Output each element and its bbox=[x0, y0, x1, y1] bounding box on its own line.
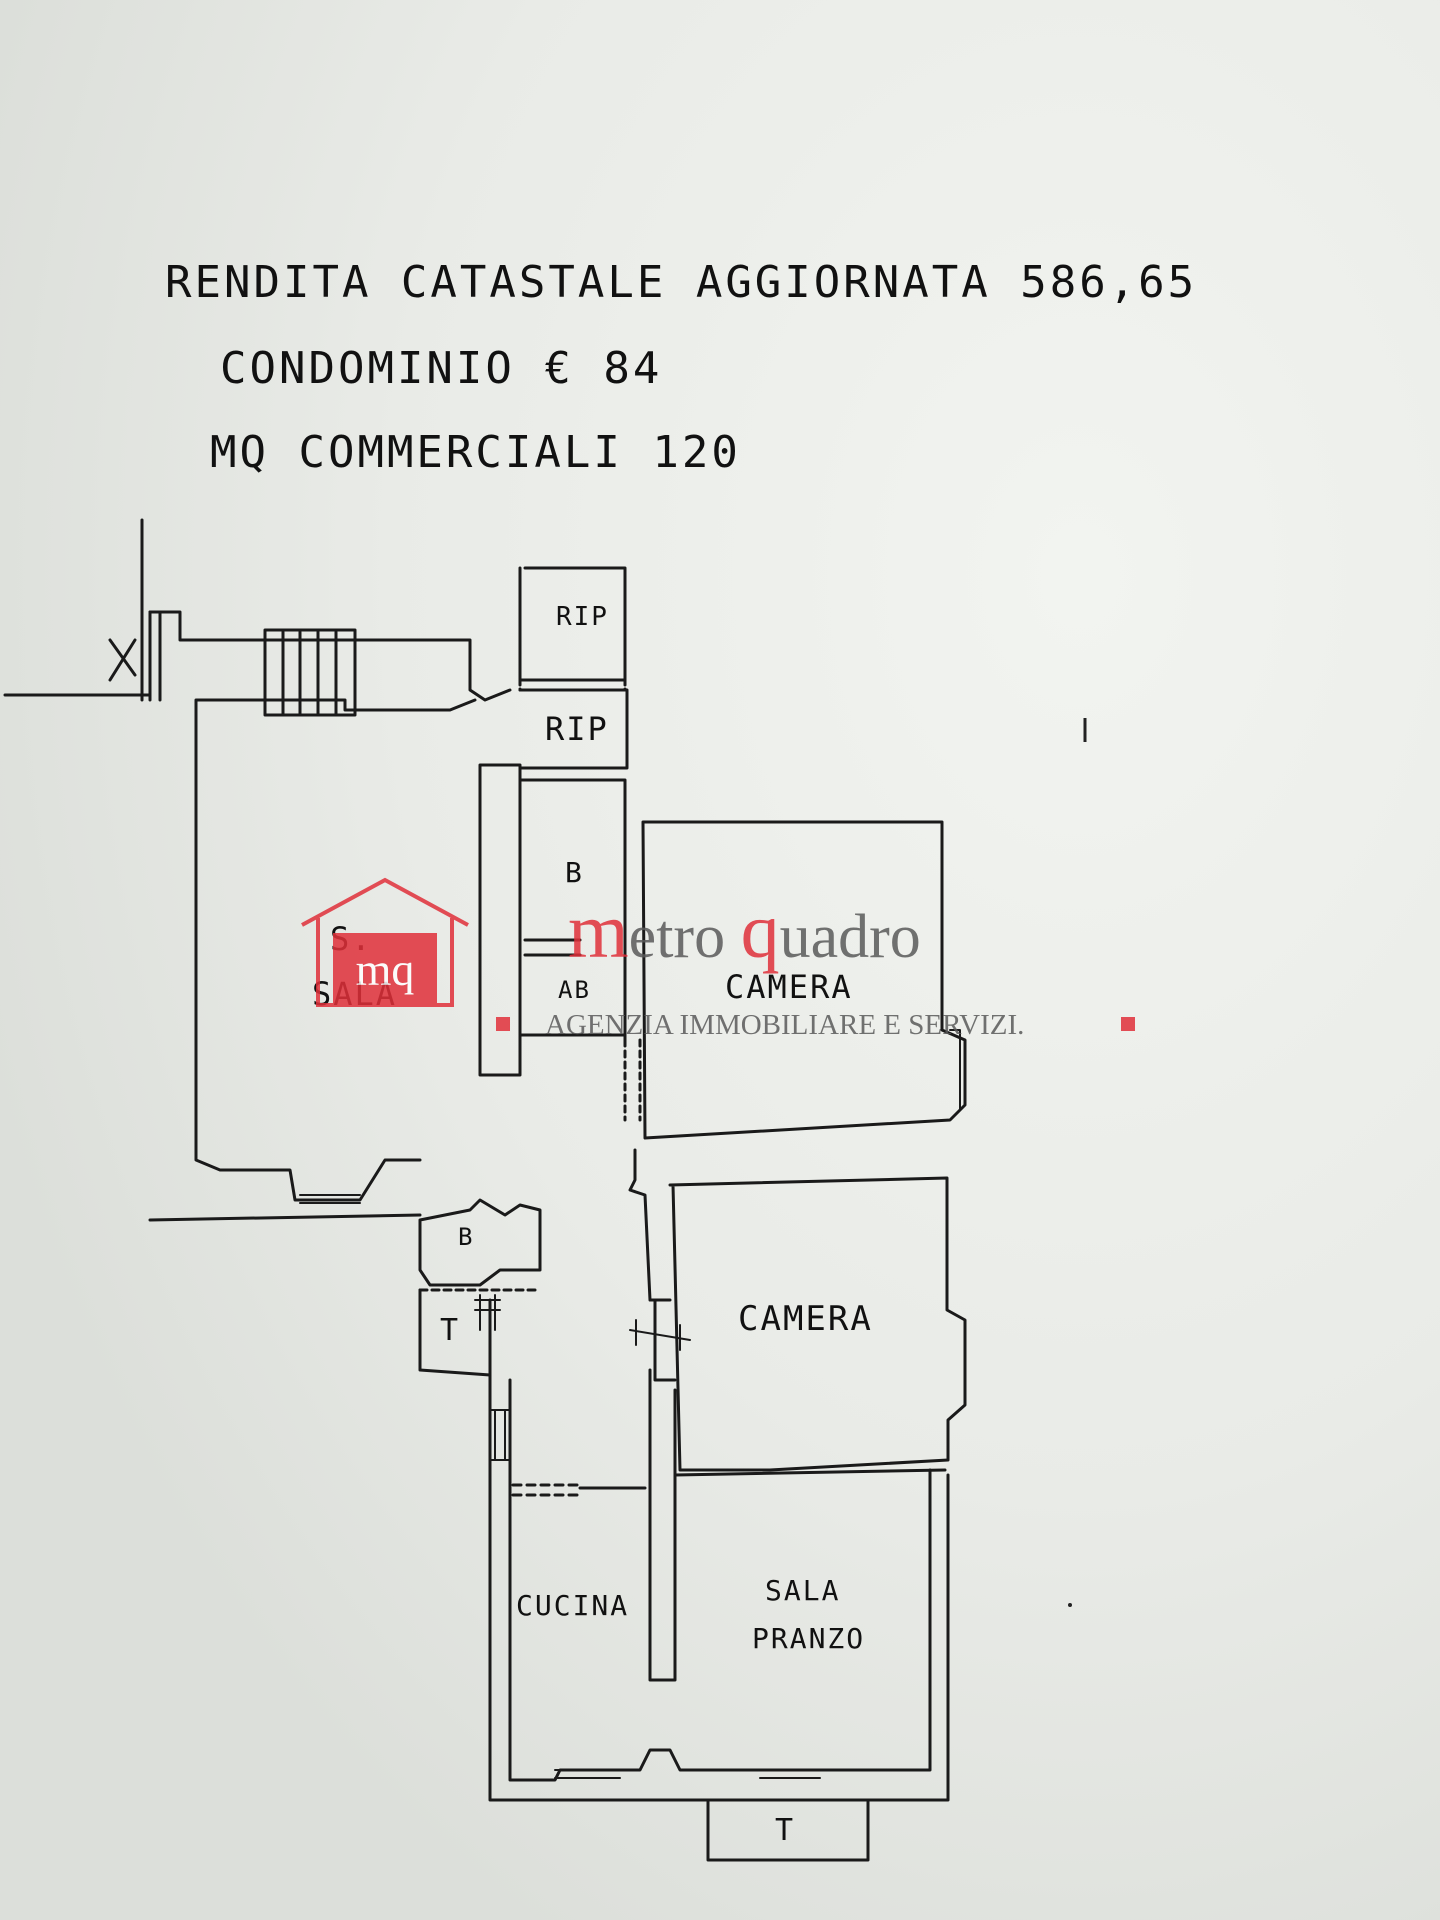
brand-tagline: AGENZIA IMMOBILIARE E SERVIZI. bbox=[545, 1009, 1024, 1041]
note-rendita-catastale: RENDITA CATASTALE AGGIORNATA 586,65 bbox=[165, 257, 1197, 308]
label-camera-top: CAMERA bbox=[725, 968, 853, 1006]
wall-camera-top bbox=[641, 820, 967, 1140]
staircase bbox=[263, 628, 357, 717]
house-icon bbox=[301, 877, 469, 1007]
agency-logo: mq bbox=[301, 877, 469, 1007]
wall-terrace-left bbox=[148, 1213, 492, 1377]
label-sala-pranzo-2: PRANZO bbox=[752, 1622, 865, 1655]
note-condominio: CONDOMINIO € 84 bbox=[220, 343, 662, 394]
wall-rip-bottom bbox=[518, 688, 629, 770]
label-sala-pranzo-1: SALA bbox=[765, 1574, 840, 1607]
label-bagno-lower: B bbox=[458, 1223, 474, 1251]
wall-bathroom-lower bbox=[418, 1198, 542, 1287]
label-cucina: CUCINA bbox=[516, 1589, 629, 1622]
stray-dot bbox=[1068, 1603, 1072, 1607]
brand-etro: etro bbox=[629, 903, 741, 971]
label-camera-middle: CAMERA bbox=[738, 1299, 873, 1339]
wall-spine bbox=[648, 1368, 677, 1682]
label-bagno-upper: B bbox=[565, 856, 584, 889]
wall-bathroom-column bbox=[478, 763, 627, 1077]
label-terrazzo-bottom: T bbox=[775, 1813, 795, 1848]
handwritten-notes: RENDITA CATASTALE AGGIORNATA 586,65 COND… bbox=[165, 257, 1197, 478]
logo-initials: mq bbox=[356, 944, 415, 995]
label-rip-top: RIP bbox=[556, 602, 609, 632]
tagline-bullet-left bbox=[496, 1017, 510, 1031]
brand-uadro: uadro bbox=[780, 903, 921, 971]
note-mq-commerciali: MQ COMMERCIALI 120 bbox=[210, 427, 741, 478]
entry-marker bbox=[108, 610, 162, 702]
wall-terrace-bottom bbox=[706, 1800, 870, 1862]
label-antibagno: AB bbox=[558, 976, 591, 1004]
watermark: mq metro quadro AGENZIA IMMOBILIARE E SE… bbox=[301, 877, 1135, 1041]
label-terrazzo-left: T bbox=[440, 1313, 460, 1348]
brand-name: metro quadro bbox=[568, 887, 921, 974]
brand-q: q bbox=[741, 887, 780, 974]
logo-box bbox=[333, 933, 437, 1003]
label-rip-bottom: RIP bbox=[545, 710, 609, 748]
tagline-bullet-right bbox=[1121, 1017, 1135, 1031]
floor-plan-walls bbox=[3, 518, 967, 1862]
wall-sala bbox=[148, 610, 512, 1202]
brand-m: m bbox=[568, 887, 629, 974]
